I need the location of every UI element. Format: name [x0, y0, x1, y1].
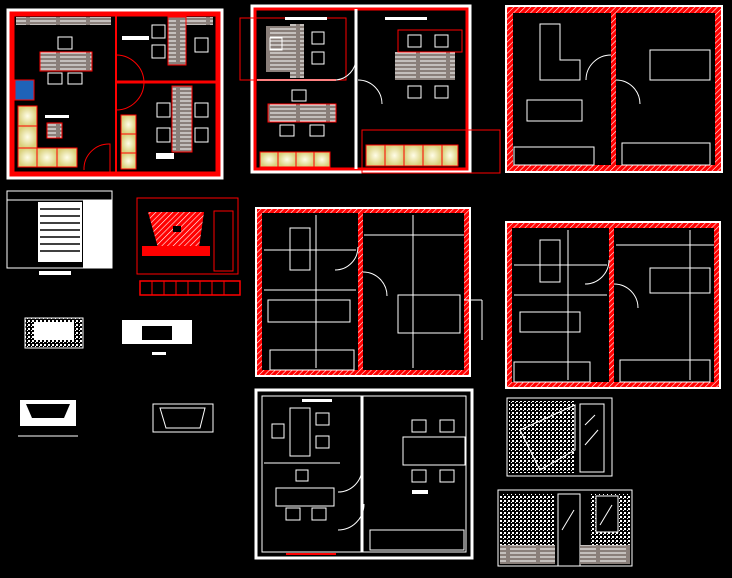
wall-elevation-1	[506, 397, 613, 477]
floor-plan-furnished-color	[6, 8, 224, 180]
cabinet-elevation-detail	[6, 190, 113, 275]
bathtub-detail-1	[18, 400, 78, 437]
cabinets	[17, 105, 137, 170]
floor-plan-dimensioned-1	[255, 207, 483, 377]
shelf	[16, 17, 111, 25]
sink-detail-2	[122, 320, 192, 355]
bathtub-detail-2	[152, 403, 214, 433]
blue-cabinet	[14, 79, 35, 101]
floor-plan-furnished-3	[254, 388, 474, 560]
sink-detail-1	[24, 317, 84, 349]
red-reception-desk-detail	[136, 197, 241, 296]
floor-plan-walls-hatched	[505, 5, 723, 173]
floor-plan-dimensioned-2	[505, 221, 721, 389]
wall-elevation-2	[497, 489, 633, 567]
desk	[39, 51, 93, 72]
floor-plan-furnished-2	[239, 4, 501, 174]
chair	[57, 36, 73, 50]
